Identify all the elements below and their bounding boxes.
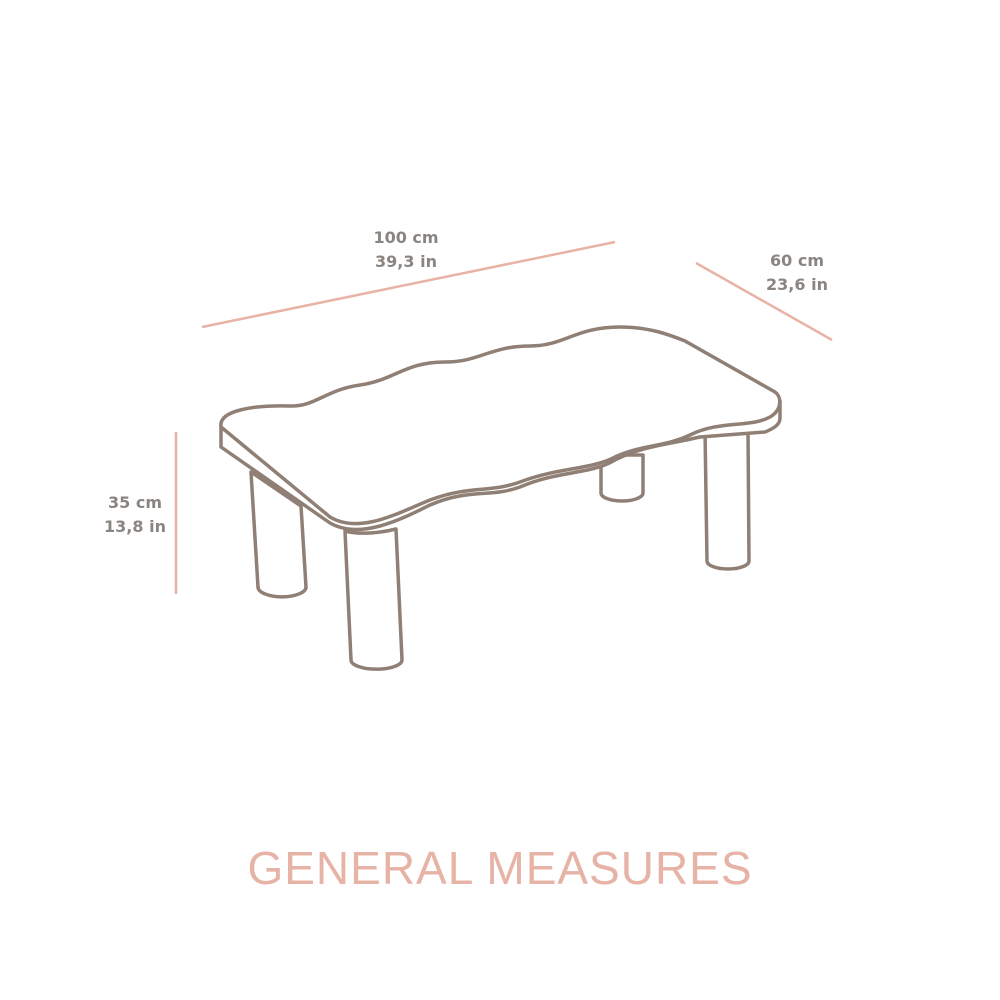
length-imperial-label: 39,3 in (375, 252, 437, 271)
height-metric-label: 35 cm (108, 493, 162, 512)
back-center-leg (599, 453, 645, 503)
length-dimension-line (201, 240, 616, 329)
page-title: GENERAL MEASURES (247, 842, 752, 894)
tabletop-surface (219, 325, 782, 526)
height-imperial-label: 13,8 in (104, 517, 166, 536)
depth-metric-label: 60 cm (770, 251, 824, 270)
front-center-leg (343, 527, 404, 671)
depth-dimension-line (695, 261, 833, 342)
front-left-leg (249, 470, 308, 599)
length-metric-label: 100 cm (373, 228, 438, 247)
back-right-leg (703, 428, 751, 571)
coffee-table-illustration (219, 325, 782, 671)
depth-imperial-label: 23,6 in (766, 275, 828, 294)
